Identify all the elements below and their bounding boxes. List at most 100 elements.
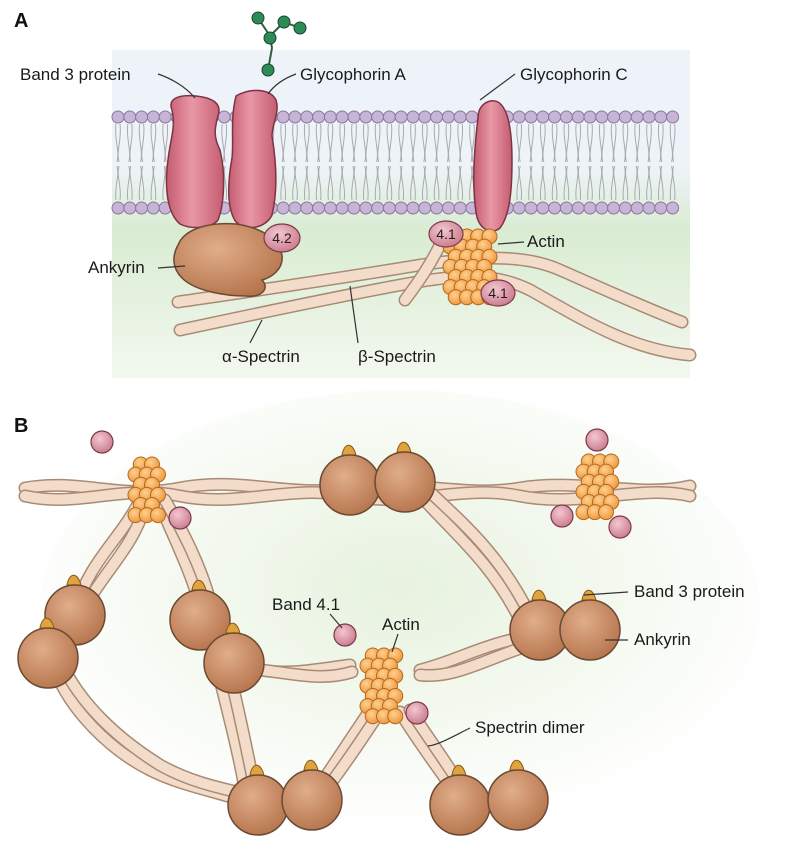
protein-4-1-bottom [480,279,516,307]
lipid-tail [530,165,534,201]
lipid-head [607,110,621,124]
lipid-head [300,201,314,215]
lipid-tail [598,165,603,201]
actin-monomer [387,708,404,725]
lipid-tail [362,165,367,201]
lipid-tail [351,165,355,201]
lipid-head [630,201,644,215]
lipid-tail [115,123,119,163]
lipid-head [571,201,585,215]
lipid-tail [294,165,298,201]
lipid-tail [292,123,296,163]
label-band41-b: Band 4.1 [272,595,340,614]
lipid-tail [327,123,331,163]
lipid-tail [566,123,570,163]
lipid-tail [377,123,381,163]
lipid-head [607,201,621,215]
ankyrin-complexes [17,441,621,836]
lipid-tail [554,165,558,201]
ankyrin-ball [487,769,549,831]
protein-4-1-top-label: 4.1 [436,226,456,242]
lipid-head [276,110,290,124]
band41-ball [168,506,192,530]
lipid-tail [577,123,582,163]
lipid-head [548,201,562,215]
band3-protein-a [165,89,278,229]
ankyrin-left-4 [203,622,265,694]
lipid-head [382,201,396,215]
lipid-tail [306,123,310,163]
lipid-tail [530,123,534,163]
lipid-tail [386,123,390,163]
lipid-tail [469,123,473,163]
lipid-tail [542,165,546,201]
lipid-tail [613,165,617,201]
lipid-head [371,201,385,215]
lipid-tail [610,165,614,201]
lipid-tail [672,123,676,163]
lipid-head [288,110,302,124]
ankyrin-ball [169,589,231,651]
lipid-tail [353,165,357,201]
lipid-tail [528,123,532,163]
actin-cluster-b-left [127,456,166,524]
lipid-tail [622,165,626,201]
band41-ball [333,623,357,647]
lipid-tail [164,123,169,163]
lipid-tail [636,165,641,201]
lipid-head [394,110,408,124]
ankyrin-left-3 [17,617,79,689]
lipid-tail [389,123,393,163]
lipid-head [123,201,137,215]
lipid-head [642,201,656,215]
lipid-head [559,201,573,215]
label-glycophorin-a: Glycophorin A [300,65,406,84]
lipid-head [512,110,526,124]
lipid-head [323,201,337,215]
lipid-head [288,201,302,215]
lipid-head [123,110,137,124]
lipid-tail [542,123,546,163]
lipid-tail [386,165,390,201]
lipid-tail [516,165,520,201]
lipid-tail [306,165,310,201]
lipid-tail [138,123,142,163]
lipid-tail [330,165,334,201]
lipid-head [359,201,373,215]
ankyrin-ball [559,599,621,661]
lipid-head [312,110,326,124]
lipid-tail [457,123,461,163]
lipid-head [418,201,432,215]
lipid-tail [669,165,673,201]
lipid-tail [353,123,357,163]
lipid-tail [598,123,603,163]
lipid-tail [672,165,676,201]
lipid-tail [469,165,473,201]
lipid-head [512,201,526,215]
lipid-tail [341,165,346,201]
lipid-tail [282,165,287,201]
lipid-head [347,110,361,124]
panel-b: B Band 3 protein Ankyrin Band 4.1 Actin … [14,390,760,836]
spectrin-strand [415,490,525,625]
lipid-tail [410,123,414,163]
lipid-head [217,110,231,124]
ankyrin-bottom-4 [487,759,549,831]
lipid-tail [634,165,638,201]
lipid-tail [459,123,464,163]
lipid-tail [551,123,555,163]
lipid-tail [457,165,461,201]
lipid-tail [280,165,284,201]
band41-ball [550,504,574,528]
lipid-tail [410,165,414,201]
lipid-tail [141,123,145,163]
glycan-chain-icon [251,11,307,77]
actin-monomer [598,504,614,521]
lipid-head [146,110,160,124]
lipid-head [335,201,349,215]
lipid-head [418,110,432,124]
lipid-tail [518,165,523,201]
band41-ball [608,515,632,539]
protein-4-1-bottom-label: 4.1 [488,285,508,301]
